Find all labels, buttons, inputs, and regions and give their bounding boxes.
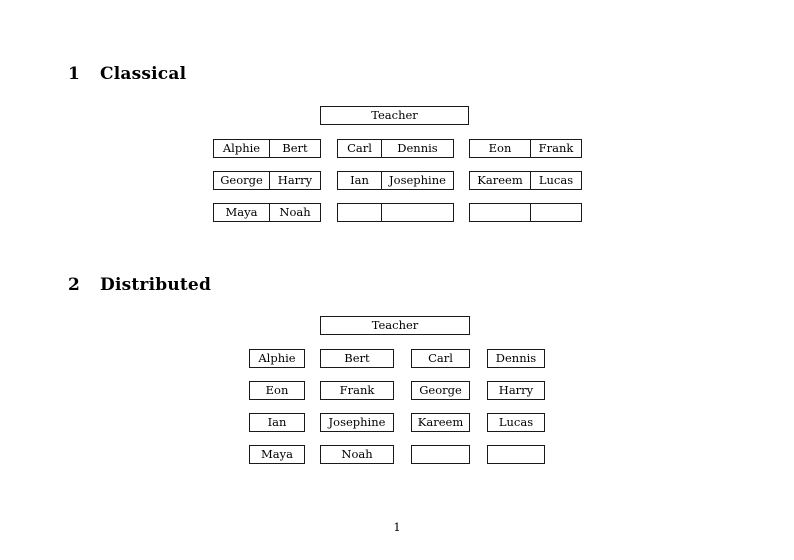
student-cell[interactable]: Alphie: [222, 141, 261, 155]
student-cell[interactable]: Maya: [225, 205, 258, 219]
student-box[interactable]: Ian: [249, 413, 305, 432]
teacher-box-distributed[interactable]: Teacher: [320, 316, 470, 335]
student-box[interactable]: George: [411, 381, 470, 400]
student-cell-empty[interactable]: [470, 204, 530, 221]
student-box[interactable]: Kareem: [411, 413, 470, 432]
student-cell[interactable]: Josephine: [381, 172, 453, 189]
student-cell[interactable]: George: [220, 173, 263, 187]
student-cell[interactable]: Bert: [269, 140, 320, 157]
student-cell[interactable]: Frank: [530, 140, 581, 157]
section-title: Classical: [100, 64, 187, 84]
student-box[interactable]: Eon: [249, 381, 305, 400]
pair-row[interactable]: Ian Josephine: [337, 171, 454, 190]
student-box-empty[interactable]: [487, 445, 545, 464]
section-number: 2: [68, 275, 81, 295]
student-box[interactable]: Noah: [320, 445, 394, 464]
student-box[interactable]: Bert: [320, 349, 394, 368]
student-cell-empty[interactable]: [530, 204, 581, 221]
pair-row-empty[interactable]: [337, 203, 454, 222]
student-cell[interactable]: Eon: [488, 141, 512, 155]
student-cell[interactable]: Dennis: [381, 140, 453, 157]
pair-row[interactable]: Kareem Lucas: [469, 171, 582, 190]
pair-row[interactable]: George Harry: [213, 171, 321, 190]
student-box[interactable]: Dennis: [487, 349, 545, 368]
section-heading-classical: 1 Classical: [68, 64, 186, 84]
student-box[interactable]: Frank: [320, 381, 394, 400]
student-box[interactable]: Lucas: [487, 413, 545, 432]
student-box[interactable]: Maya: [249, 445, 305, 464]
student-cell[interactable]: Harry: [269, 172, 320, 189]
student-cell[interactable]: Noah: [269, 204, 320, 221]
pair-row[interactable]: Carl Dennis: [337, 139, 454, 158]
pair-row[interactable]: Maya Noah: [213, 203, 321, 222]
student-cell[interactable]: Carl: [347, 141, 372, 155]
student-box[interactable]: Josephine: [320, 413, 394, 432]
student-cell[interactable]: Lucas: [530, 172, 581, 189]
student-cell[interactable]: Kareem: [477, 173, 523, 187]
pair-row[interactable]: Eon Frank: [469, 139, 582, 158]
student-cell-empty[interactable]: [338, 204, 381, 221]
student-cell-empty[interactable]: [381, 204, 453, 221]
section-number: 1: [68, 64, 81, 84]
student-cell[interactable]: Ian: [350, 173, 369, 187]
page-number: 1: [393, 520, 401, 534]
student-box[interactable]: Carl: [411, 349, 470, 368]
teacher-box-classical[interactable]: Teacher: [320, 106, 469, 125]
pair-row-empty[interactable]: [469, 203, 582, 222]
student-box[interactable]: Alphie: [249, 349, 305, 368]
pair-row[interactable]: Alphie Bert: [213, 139, 321, 158]
student-box[interactable]: Harry: [487, 381, 545, 400]
section-heading-distributed: 2 Distributed: [68, 275, 211, 295]
student-box-empty[interactable]: [411, 445, 470, 464]
section-title: Distributed: [100, 275, 212, 295]
